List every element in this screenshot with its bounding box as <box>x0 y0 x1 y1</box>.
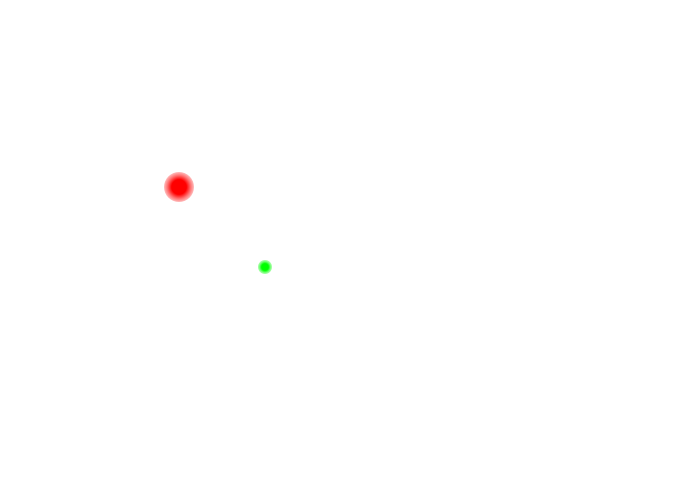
red-dot[interactable] <box>164 172 194 202</box>
green-dot[interactable] <box>258 260 272 274</box>
